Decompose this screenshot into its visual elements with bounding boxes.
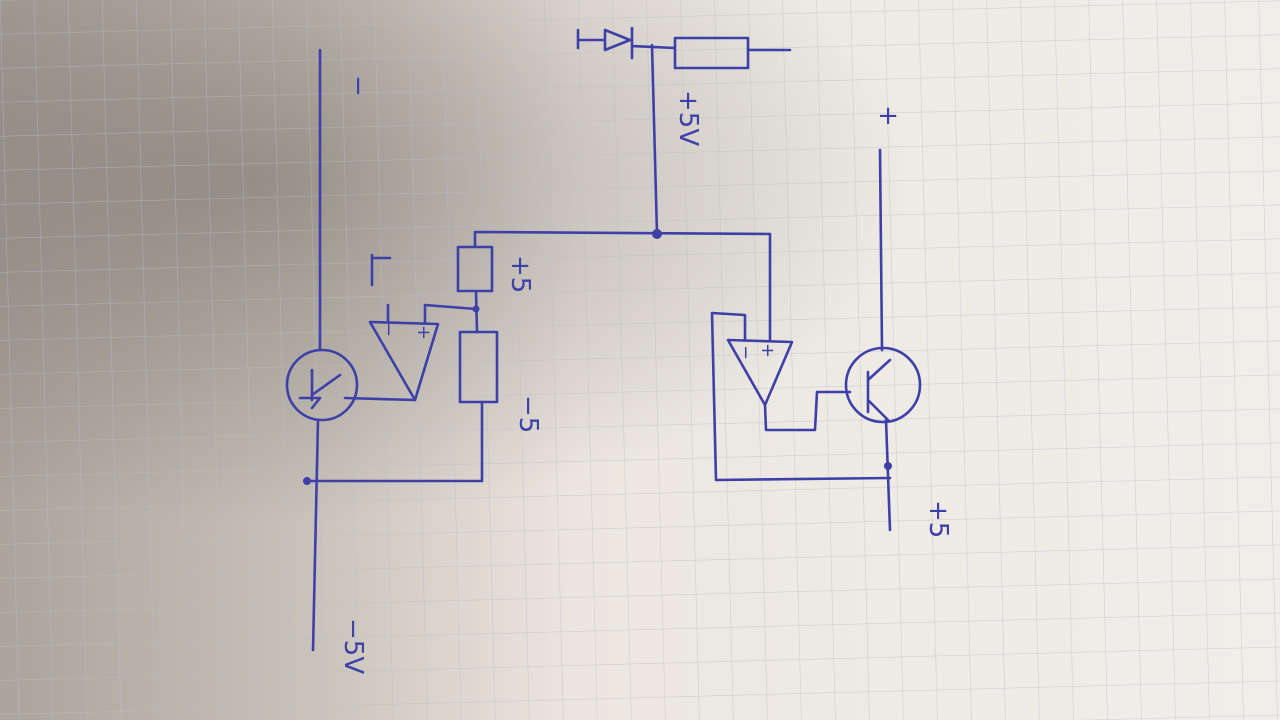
opamp-1 <box>368 320 440 402</box>
label-plus-5v: +5V <box>673 90 703 146</box>
label-plus-right: + <box>873 105 903 127</box>
feedback-wire <box>305 400 484 483</box>
opamp-2-minus-sign: − <box>735 345 756 360</box>
transistor-2-leads <box>866 148 892 422</box>
label-minus-top: − <box>343 75 373 97</box>
opamp-1-inputs <box>370 253 478 324</box>
label-plus-5-right: +5 <box>923 500 953 538</box>
label-minus-5: −5 <box>513 395 543 433</box>
zener-diode <box>576 26 677 236</box>
transistor-1 <box>285 348 359 422</box>
opamp-2-wires <box>710 232 892 482</box>
opamp-2-plus-sign: + <box>757 343 778 358</box>
label-plus-5: +5 <box>505 255 535 293</box>
opamp-2-output <box>763 390 852 432</box>
positive-rail-wire <box>884 418 892 532</box>
label-minus-5v: −5V <box>338 618 368 674</box>
negative-rail-wire <box>311 48 322 652</box>
resistor-2 <box>458 330 499 404</box>
opamp-1-minus-sign: − <box>378 322 399 337</box>
opamp-1-plus-sign: + <box>413 325 434 340</box>
opamp-1-output <box>343 396 417 402</box>
resistor-top <box>673 36 750 70</box>
opamp-2 <box>726 338 794 407</box>
transistor-1-leads <box>298 368 342 410</box>
junction-dot-right <box>884 462 892 470</box>
